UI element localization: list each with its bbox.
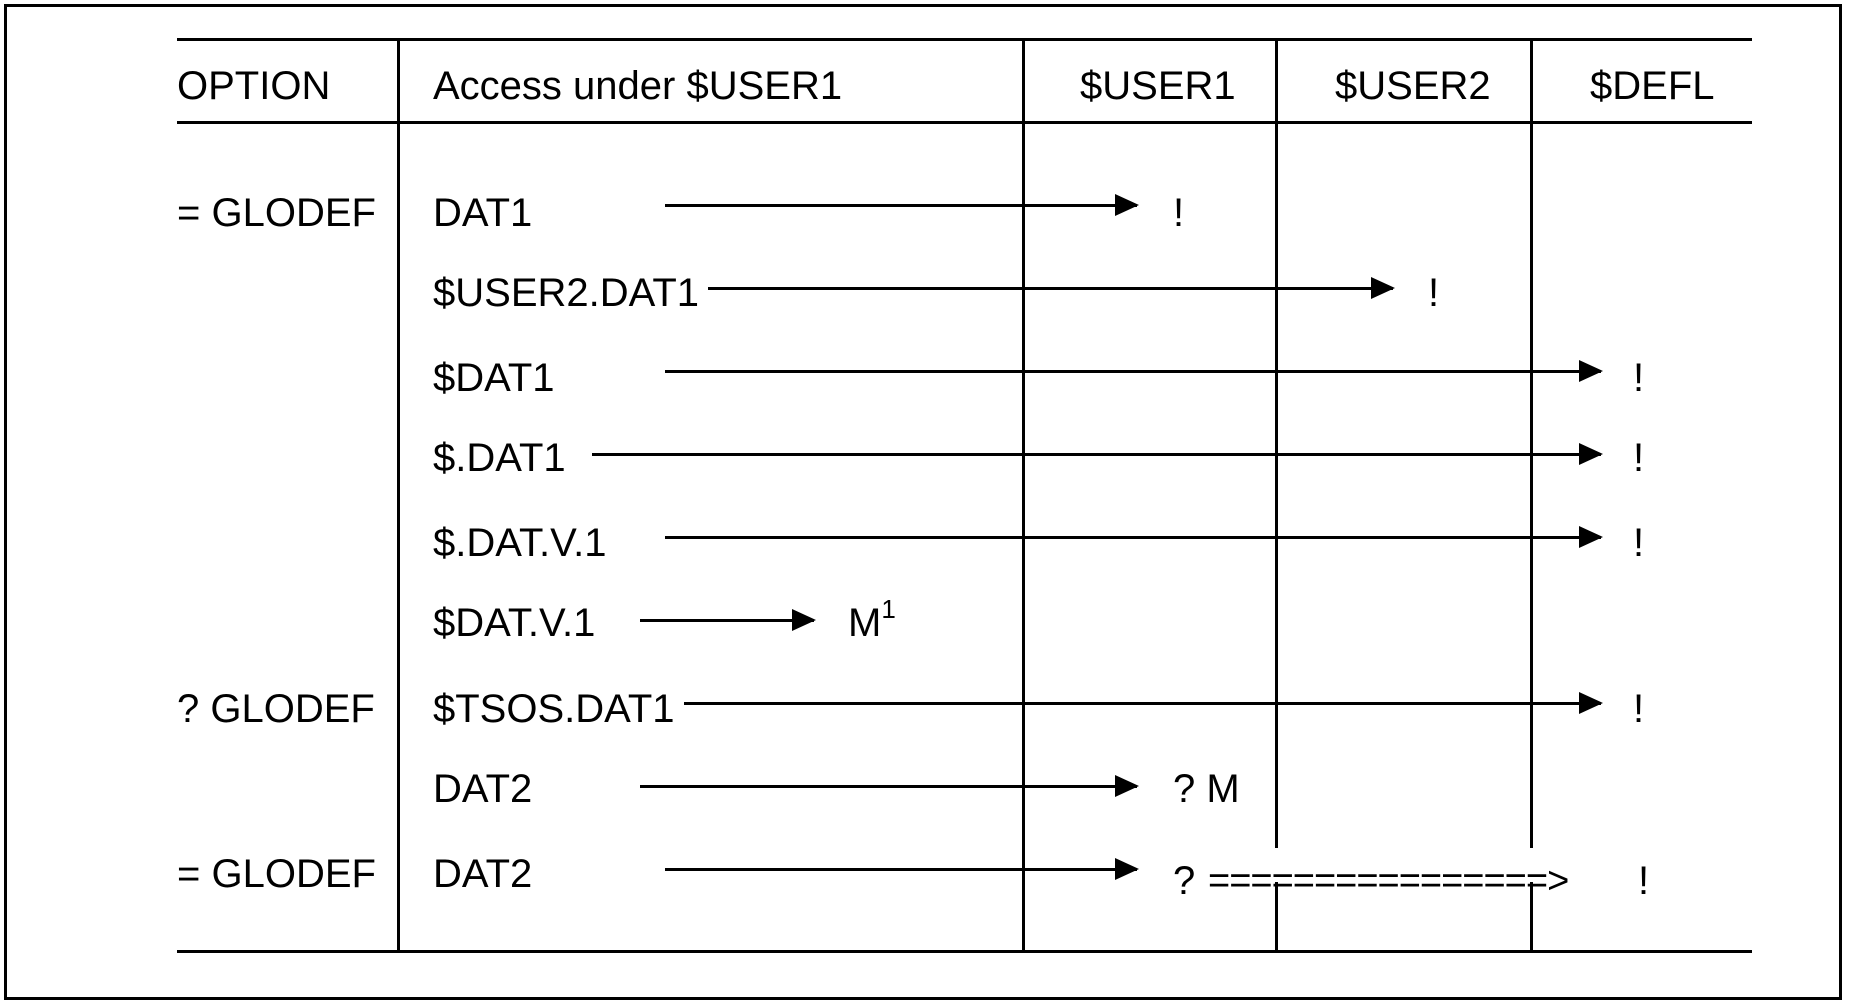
arrow-row-6	[640, 609, 816, 631]
result-row-5: !	[1633, 521, 1645, 565]
option-row-1: = GLODEF	[177, 191, 376, 235]
header-defl: $DEFL	[1590, 64, 1715, 108]
arrow-row-8	[640, 775, 1139, 797]
result-row-6-label: M	[848, 601, 882, 645]
footnote-marker: 1	[881, 594, 896, 624]
col-divider-user1-bottom	[1275, 882, 1278, 953]
arrow-row-2	[708, 277, 1395, 299]
diagram-frame	[4, 4, 1842, 1000]
result-row-3: !	[1633, 356, 1645, 400]
result-row-9-end: !	[1638, 859, 1650, 903]
col-divider-user1-top	[1275, 38, 1278, 848]
access-row-6: $DAT.V.1	[433, 601, 596, 645]
result-row-6: M1	[848, 594, 896, 650]
arrow-row-9	[665, 858, 1139, 880]
result-row-1: !	[1173, 191, 1185, 235]
access-row-9: DAT2	[433, 852, 533, 896]
header-user1: $USER1	[1080, 64, 1236, 108]
result-row-9-equals-arrow: ================>	[1208, 860, 1569, 902]
top-rule	[177, 38, 1752, 41]
arrow-row-1	[665, 194, 1139, 216]
result-row-7: !	[1633, 687, 1645, 731]
access-row-2: $USER2.DAT1	[433, 271, 700, 315]
col-divider-user2-bottom	[1530, 882, 1533, 953]
access-row-5: $.DAT.V.1	[433, 521, 607, 565]
bottom-rule	[177, 950, 1752, 953]
access-row-1: DAT1	[433, 191, 533, 235]
col-divider-access	[1022, 38, 1025, 953]
arrow-row-3	[665, 360, 1603, 382]
access-row-4: $.DAT1	[433, 436, 566, 480]
access-row-3: $DAT1	[433, 356, 555, 400]
header-option: OPTION	[177, 64, 331, 108]
arrow-row-5	[665, 526, 1603, 548]
header-user2: $USER2	[1335, 64, 1491, 108]
col-divider-option	[397, 38, 400, 953]
access-row-7: $TSOS.DAT1	[433, 687, 675, 731]
header-access: Access under $USER1	[433, 64, 843, 108]
arrow-row-4	[592, 443, 1603, 465]
result-row-4: !	[1633, 436, 1645, 480]
option-row-9: = GLODEF	[177, 852, 376, 896]
header-rule	[177, 121, 1752, 124]
option-row-7: ? GLODEF	[177, 687, 375, 731]
result-row-8: ? M	[1173, 767, 1240, 811]
result-row-9-prefix: ?	[1173, 859, 1196, 903]
arrow-row-7	[684, 692, 1603, 714]
col-divider-user2-top	[1530, 38, 1533, 848]
result-row-2: !	[1428, 271, 1440, 315]
access-row-8: DAT2	[433, 767, 533, 811]
